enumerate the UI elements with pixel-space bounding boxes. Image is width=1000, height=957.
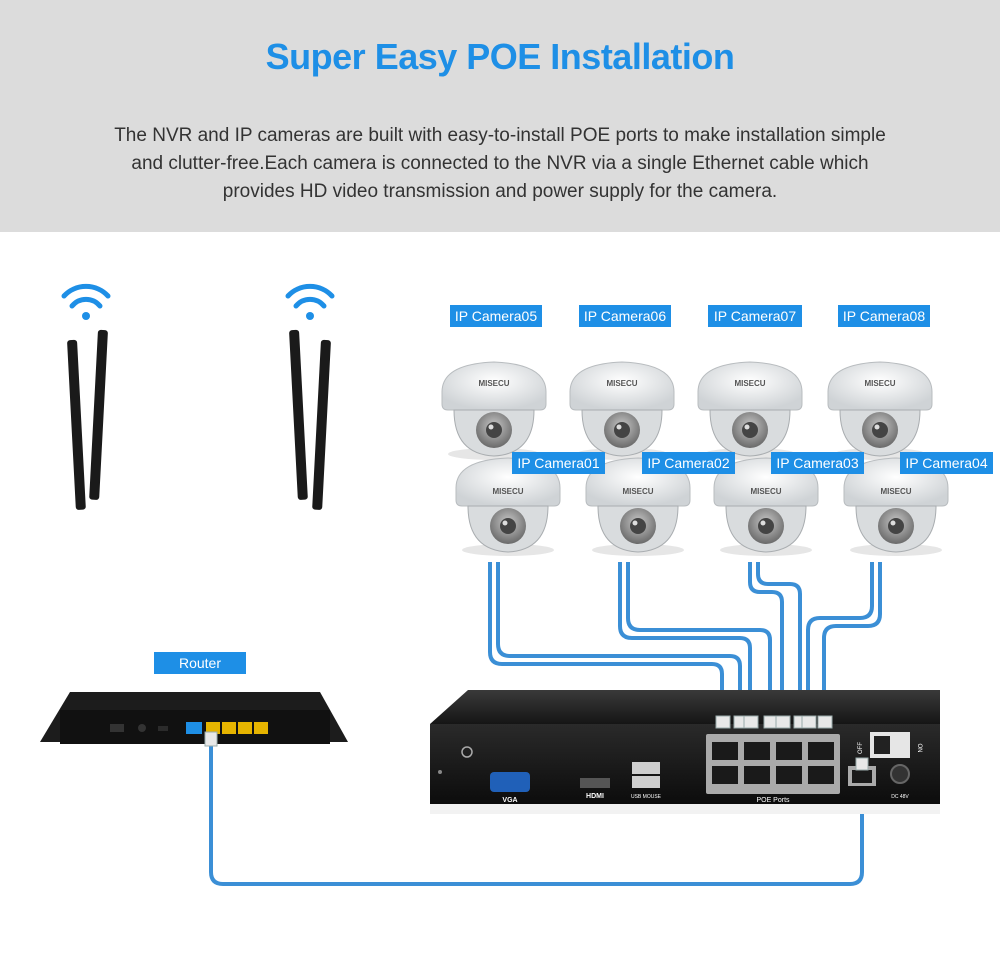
cameras-back-row (441, 361, 933, 461)
header-banner: Super Easy POE Installation The NVR and … (0, 0, 1000, 232)
description: The NVR and IP cameras are built with ea… (90, 122, 910, 206)
nvr-vga-label: VGA (502, 797, 517, 804)
camera-label-04: IP Camera04 (900, 452, 993, 474)
camera-label-05: IP Camera05 (450, 305, 542, 327)
wifi-icon (61, 283, 111, 320)
rj45-connectors (204, 715, 869, 771)
camera-brand: MISECU (734, 379, 765, 388)
camera-label-07: IP Camera07 (708, 305, 802, 327)
nvr-usb-label: USB MOUSE (631, 794, 662, 800)
camera-brand: MISECU (880, 487, 911, 496)
camera-label-01: IP Camera01 (512, 452, 605, 474)
camera-icon (697, 361, 803, 461)
nvr-hdmi-label: HDMI (586, 793, 604, 800)
camera-label-03: IP Camera03 (771, 452, 864, 474)
router-device (40, 692, 348, 744)
description-line: and clutter-free.Each camera is connecte… (131, 153, 869, 174)
camera-icon (569, 361, 675, 461)
nvr-poe-label: POE Ports (756, 797, 790, 804)
camera-icon (441, 361, 547, 461)
camera-brand: MISECU (864, 379, 895, 388)
camera-label-02: IP Camera02 (642, 452, 735, 474)
diagram-svg: VGA HDMI USB MOUSE POE Ports OFF ON DC 4… (40, 283, 949, 886)
camera-brand: MISECU (492, 487, 523, 496)
nvr-dc-label: DC 48V (891, 794, 909, 800)
description-line: The NVR and IP cameras are built with ea… (114, 125, 886, 146)
ethernet-cables (209, 562, 882, 886)
wifi-icon (285, 283, 335, 320)
installation-diagram: VGA HDMI USB MOUSE POE Ports OFF ON DC 4… (0, 232, 1000, 952)
description-line: provides HD video transmission and power… (222, 181, 778, 202)
camera-label-08: IP Camera08 (838, 305, 930, 327)
camera-brand: MISECU (478, 379, 509, 388)
camera-brand: MISECU (750, 487, 781, 496)
page-title: Super Easy POE Installation (265, 36, 735, 77)
nvr-on-label: ON (916, 744, 922, 753)
camera-brand: MISECU (622, 487, 653, 496)
router-label: Router (154, 652, 246, 674)
camera-label-06: IP Camera06 (579, 305, 671, 327)
camera-icon (827, 361, 933, 461)
nvr-off-label: OFF (858, 742, 864, 754)
nvr-device: VGA HDMI USB MOUSE POE Ports OFF ON DC 4… (430, 690, 940, 814)
router-antennas (67, 329, 331, 511)
camera-brand: MISECU (606, 379, 637, 388)
